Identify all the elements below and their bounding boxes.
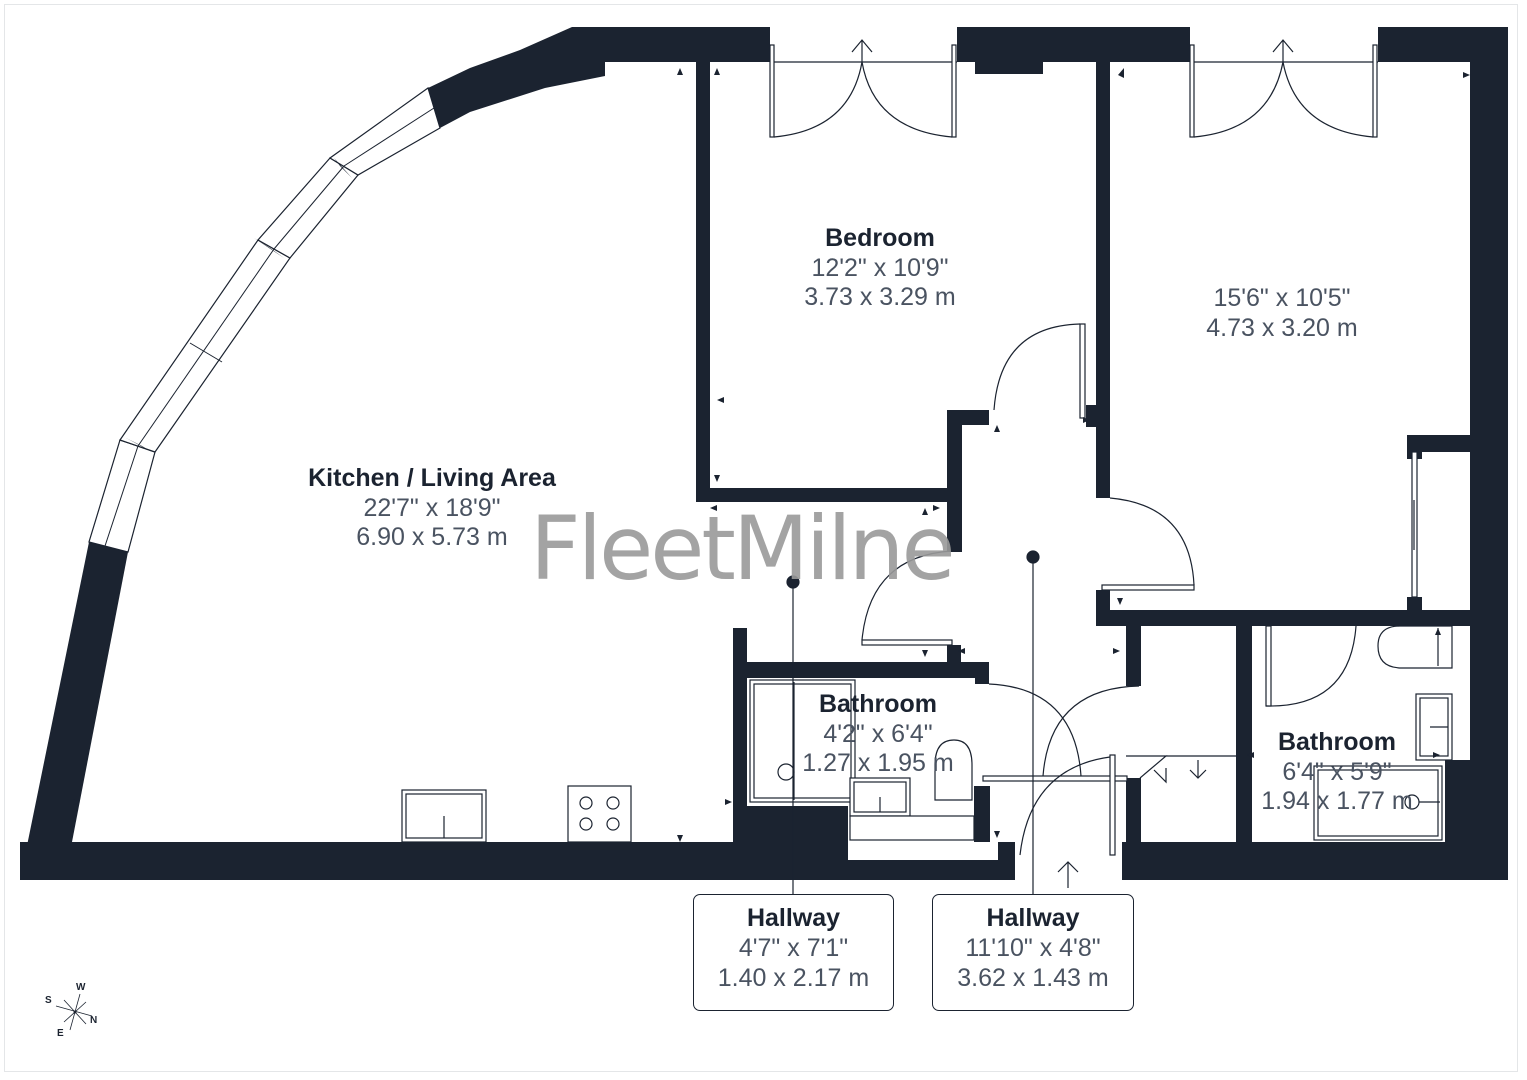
bathroom1-wall-top	[733, 662, 989, 678]
room-dim-metric: 6.90 x 5.73 m	[356, 523, 508, 551]
room-name: Bedroom	[825, 224, 935, 252]
exterior-wall-bottom-right	[1122, 842, 1508, 880]
shower-tray	[1313, 765, 1443, 841]
room-name: Kitchen / Living Area	[308, 464, 556, 492]
brand-watermark: FleetMilne	[530, 497, 956, 600]
exterior-wall-right	[1470, 27, 1508, 880]
room-dim-imperial: 6'4" x 5'9"	[1282, 757, 1392, 786]
room-dim-metric: 1.94 x 1.77 m	[1261, 787, 1413, 815]
compass-s: S	[45, 995, 52, 1006]
compass-n: N	[90, 1015, 98, 1026]
room-name: Bathroom	[1277, 728, 1397, 756]
toilet-2	[1377, 625, 1453, 669]
hall-wall-a	[947, 410, 962, 552]
page-frame	[4, 4, 1518, 1072]
hob	[567, 785, 632, 843]
compass-e: E	[57, 1028, 64, 1039]
compass-icon	[55, 993, 93, 1031]
toilet	[934, 739, 973, 801]
exterior-wall-bottom-left	[20, 806, 1015, 880]
room-dim-imperial: 15'6" x 10'5"	[1213, 284, 1351, 312]
room-dim-metric: 4.73 x 3.20 m	[1206, 313, 1358, 342]
exterior-wall-top-curve	[428, 27, 770, 128]
room-label-bathroom-1: Bathroom 4'2" x 6'4" 1.27 x 1.95 m	[802, 690, 953, 779]
room-label-bathroom-2: Bathroom 6'4" x 5'9" 1.94 x 1.77 m	[1261, 728, 1412, 817]
room-dim-imperial: 4'7" x 7'1"	[738, 934, 849, 962]
bath-tub	[749, 679, 856, 803]
bathroom2-wall-top	[1096, 610, 1471, 626]
room-dim-metric: 3.73 x 3.29 m	[804, 283, 956, 311]
bathroom2-wall-left	[1236, 620, 1252, 842]
bedroom2-wall-left	[1096, 62, 1110, 498]
room-name: Hallway	[746, 904, 841, 932]
room-dim-imperial: 4'2" x 6'4"	[823, 719, 933, 748]
room-dim-imperial: 11'10" x 4'8"	[965, 934, 1101, 962]
compass-rose: W S N E	[40, 982, 110, 1042]
bedroom-wall-bottom	[696, 488, 962, 502]
exterior-wall-top-right	[1378, 27, 1508, 62]
room-name: Hallway	[986, 904, 1080, 932]
room-dim-metric: 1.27 x 1.95 m	[802, 749, 954, 777]
room-name: Bathroom	[818, 690, 938, 718]
bedroom-wall-left	[696, 62, 710, 502]
room-label-bedroom: Bedroom 12'2" x 10'9" 3.73 x 3.29 m	[804, 224, 955, 313]
room-dim-imperial: 22'7" x 18'9"	[363, 493, 501, 522]
room-dim-metric: 1.40 x 2.17 m	[717, 964, 870, 992]
callout-hallway-2: Hallway 11'10" x 4'8" 3.62 x 1.43 m	[932, 894, 1134, 1011]
room-label-bedroom-2: 15'6" x 10'5" 4.73 x 3.20 m	[1206, 284, 1357, 343]
room-dim-metric: 3.62 x 1.43 m	[957, 964, 1109, 992]
compass-w: W	[76, 982, 86, 993]
callout-hallway-1: Hallway 4'7" x 7'1" 1.40 x 2.17 m	[693, 894, 894, 1011]
room-label-kitchen-living: Kitchen / Living Area 22'7" x 18'9" 6.90…	[308, 464, 556, 553]
exterior-wall-left	[20, 542, 128, 880]
room-dim-imperial: 12'2" x 10'9"	[811, 253, 949, 282]
bathroom1-wall-left	[733, 628, 747, 842]
exterior-wall-top-mid	[957, 27, 1190, 62]
